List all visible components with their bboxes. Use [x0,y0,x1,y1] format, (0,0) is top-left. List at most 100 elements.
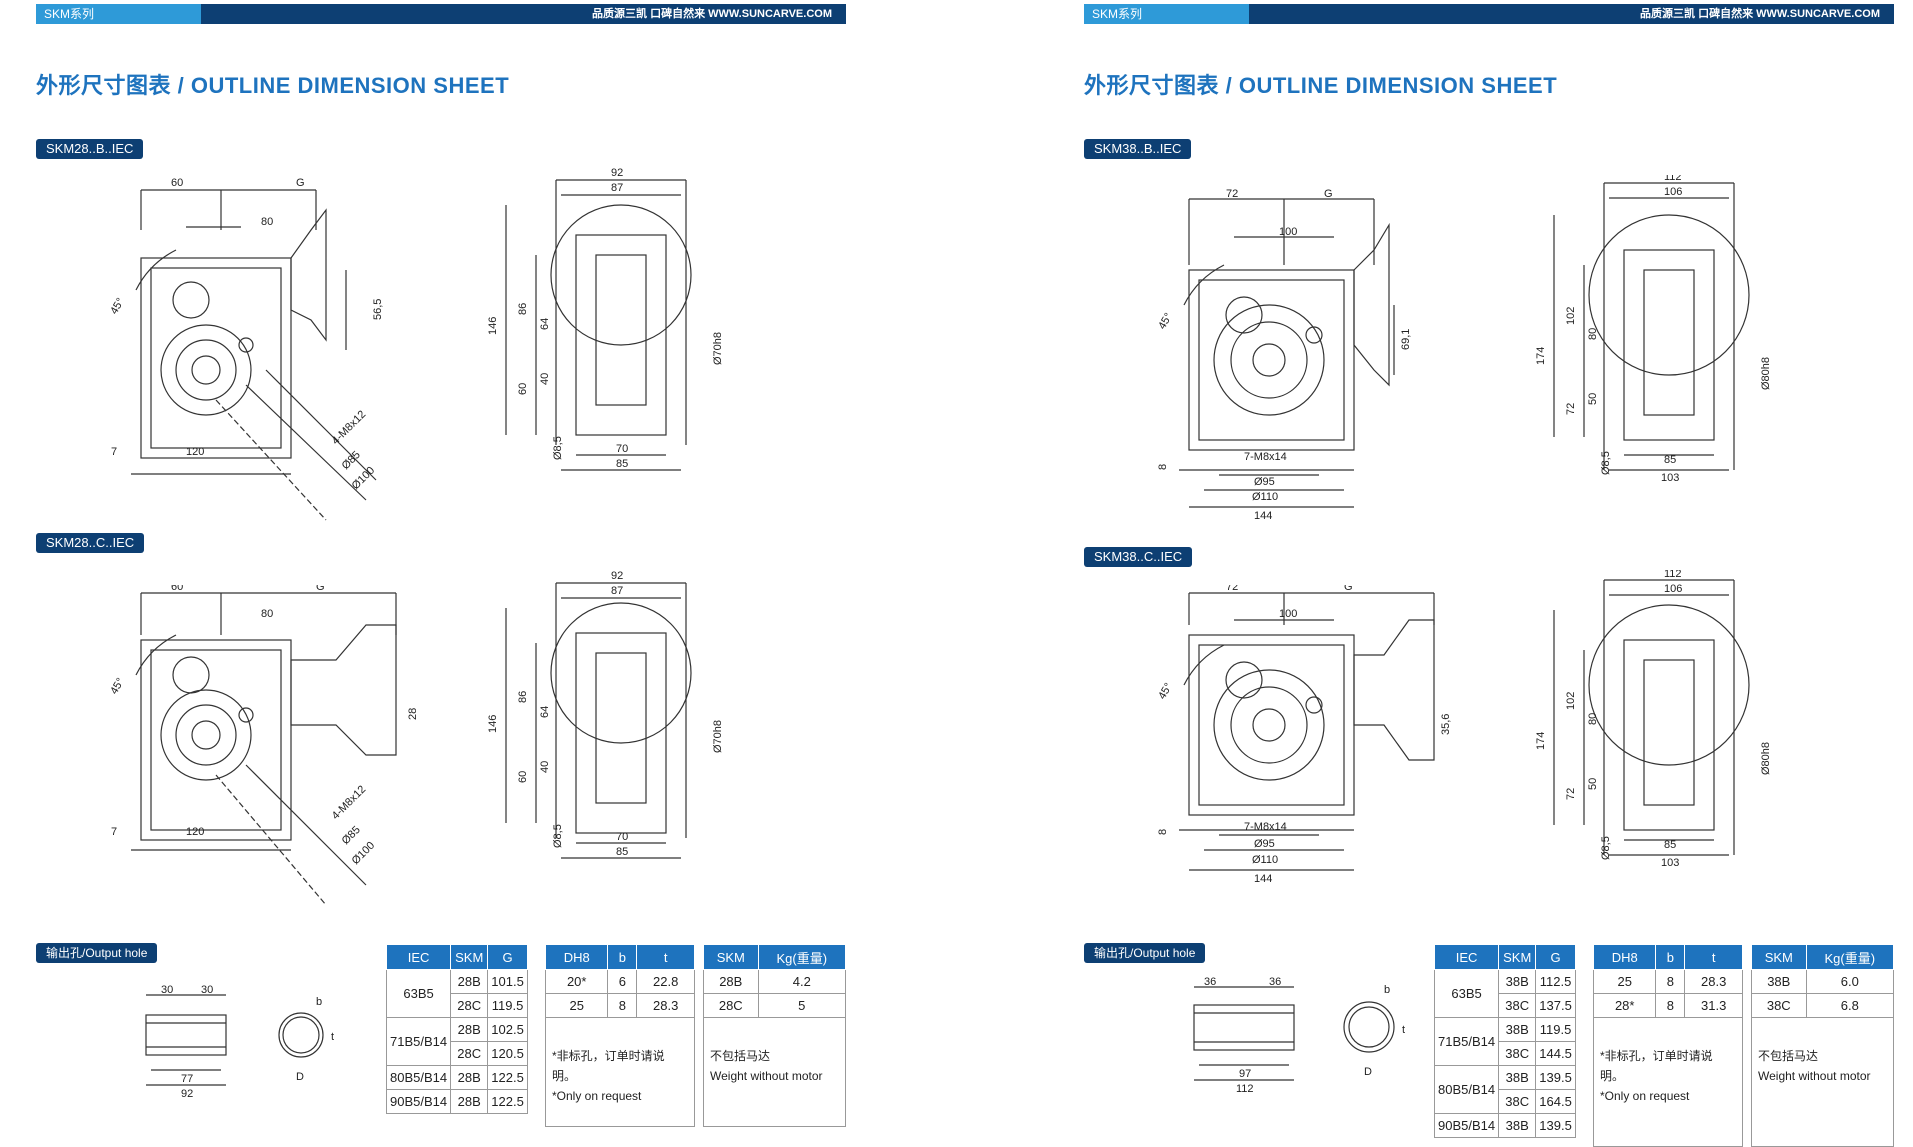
dim-label: 4-M8x12 [330,408,369,447]
front-view-drawing-b: 112 106 174 102 80 72 50 Ø80h8 Ø8,5 85 1… [1535,175,1772,484]
dim-label: 103 [1661,857,1679,869]
dim-label: G [296,177,305,189]
slogan: 品质源三凯 口碑自然来 WWW.SUNCARVE.COM [1640,8,1880,20]
dim-label: Ø70h8 [712,720,724,753]
dim-label: t [1402,1024,1405,1036]
footnote: 不包括马达 [1758,1049,1819,1063]
dim-label: 40 [539,761,551,773]
dim-label: Ø85 [340,449,363,472]
dim-label: Ø80h8 [1760,742,1772,775]
slogan: 品质源三凯 口碑自然来 WWW.SUNCARVE.COM [592,8,832,20]
footnote: *非标孔，订单时请说明。 [1600,1049,1713,1083]
dim-label: 7 [111,826,117,838]
dim-label: 8 [1157,829,1169,835]
dim-label: 60 [171,585,183,593]
page-title: 外形尺寸图表 / OUTLINE DIMENSION SHEET [1084,73,1558,98]
series-tab: SKM系列 [36,4,201,24]
dim-label: 100 [1279,608,1297,620]
dim-label: Ø110 [1252,491,1278,503]
dim-label: 112 [1236,1083,1254,1095]
model-tag-b: SKM28..B..IEC [36,139,144,159]
output-hole-drawing: 36 36 97 112 b t D [1193,976,1405,1095]
front-view-drawing-b: 92 87 146 86 64 60 40 Ø70h8 Ø8,5 70 85 [487,167,724,471]
dim-label: 45° [1156,311,1175,331]
dim-label: 72 [1565,788,1577,800]
dim-label: 60 [517,383,529,395]
dim-label: Ø100 [350,465,378,493]
dim-label: t [331,1031,334,1043]
dim-label: 45° [108,676,127,696]
footnote: Weight without motor [1758,1069,1871,1083]
dim-label: G [1324,188,1333,200]
dim-label: 56,5 [372,299,384,320]
dim-label: Ø110 [1252,854,1278,866]
dim-label: Ø8,5 [552,436,564,460]
side-view-drawing-b: 72 G 100 45° 69,1 8 7-M8x14 Ø95 Ø110 144 [1156,188,1412,522]
table-header: IEC [385,944,452,970]
footnote: *非标孔，订单时请说明。 [552,1049,665,1083]
dim-label: 72 [1226,188,1238,200]
dim-label: 85 [616,846,628,858]
output-hole-drawing: 30 30 77 92 b t D [145,985,334,1100]
side-view-drawing-c: 60 G 80 45° 28 7 120 4-M8x12 Ø85 Ø100 [108,585,419,906]
dim-label: 36 [1204,976,1216,988]
dim-label: 144 [1254,510,1272,522]
dim-label: Ø100 [350,840,378,868]
footnote: *Only on request [552,1089,642,1103]
model-tag-b: SKM38..B..IEC [1084,139,1192,159]
dim-label: 30 [201,985,213,996]
dim-label: G [316,585,325,593]
dim-label: Ø8,5 [1600,451,1612,475]
dim-label: 120 [186,826,204,838]
footnote: *Only on request [1600,1089,1690,1103]
dim-label: D [1364,1066,1372,1078]
front-view-drawing-c: 92 87 146 86 64 60 40 Ø70h8 Ø8,5 70 85 [487,570,724,859]
dim-label: 80 [261,608,273,620]
dim-label: 106 [1664,186,1682,198]
table-header: G [487,944,528,970]
dim-label: Ø95 [1254,838,1275,850]
dim-label: 146 [487,715,499,733]
side-view-drawing-c: 72 G 100 45° 35,6 8 7-M8x14 Ø95 Ø110 144 [1156,585,1452,885]
dim-label: 45° [1156,681,1175,701]
dim-label: 70 [616,831,628,843]
dim-label: 102 [1565,307,1577,325]
table-header: SKM [450,944,489,970]
series-tab: SKM系列 [1084,4,1249,24]
dim-label: 80 [1587,713,1599,725]
dim-label: 35,6 [1440,714,1452,735]
dim-label: 85 [616,458,628,470]
dim-label: Ø70h8 [712,332,724,365]
model-tag-c: SKM28..C..IEC [36,533,145,553]
dim-label: 80 [1587,328,1599,340]
dim-label: 112 [1664,175,1682,183]
dim-label: 92 [181,1088,193,1100]
dim-label: 103 [1661,472,1679,484]
right-page: SKM系列 品质源三凯 口碑自然来 WWW.SUNCARVE.COM 外形尺寸图… [1084,0,1913,1147]
dim-label: b [1384,984,1390,996]
dim-label: 40 [539,373,551,385]
dim-label: 97 [1239,1068,1251,1080]
dim-label: 7-M8x14 [1244,451,1287,463]
dim-label: 50 [1587,393,1599,405]
page-title: 外形尺寸图表 / OUTLINE DIMENSION SHEET [36,73,510,98]
